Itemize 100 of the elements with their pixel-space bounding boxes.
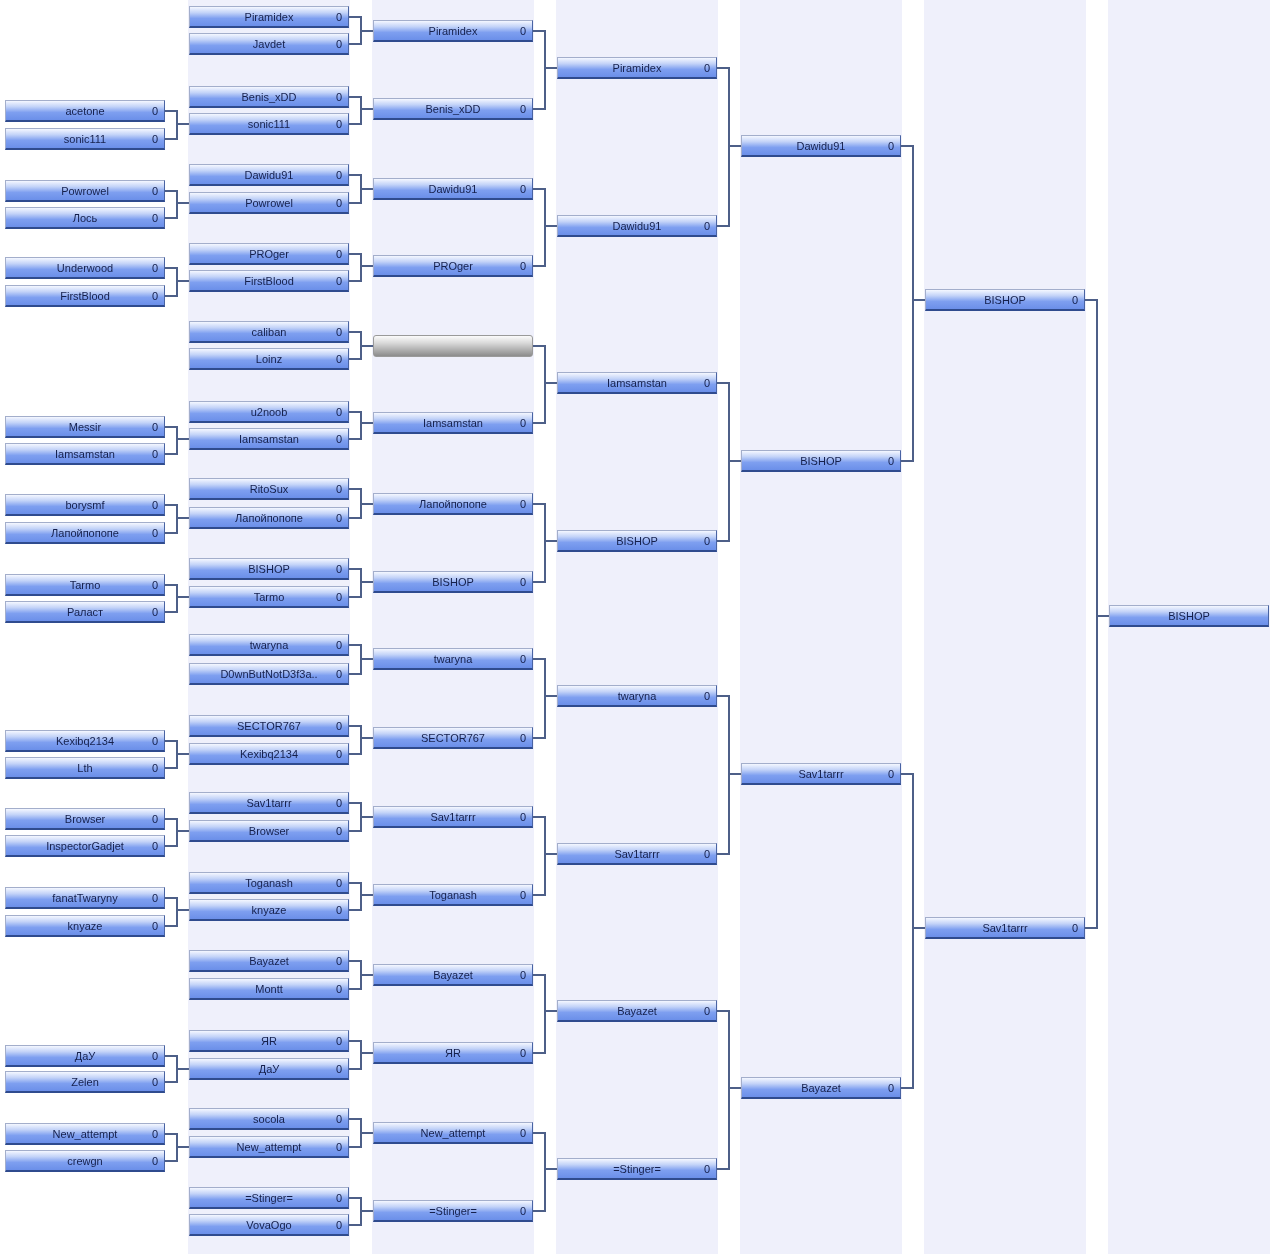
player-slot bbox=[189, 820, 349, 842]
score: 0 bbox=[703, 1162, 710, 1176]
score: 0 bbox=[335, 667, 342, 681]
score: 0 bbox=[887, 767, 894, 781]
player-name: FirstBlood bbox=[243, 273, 295, 288]
player-slot bbox=[189, 1030, 349, 1052]
player-slot bbox=[741, 450, 901, 472]
player-name: Dawidu91 bbox=[611, 218, 663, 233]
player-name: Iamsamstan bbox=[54, 446, 116, 461]
player-name: Tarmo bbox=[68, 577, 102, 592]
score: 0 bbox=[335, 638, 342, 652]
player-name: D0wnButNotD3f3a.. bbox=[219, 666, 319, 681]
score: 0 bbox=[151, 498, 158, 512]
player-slot bbox=[557, 215, 717, 237]
player-slot bbox=[741, 1077, 901, 1099]
player-name: twaryna bbox=[248, 637, 290, 652]
score: 0 bbox=[335, 719, 342, 733]
score: 0 bbox=[335, 1140, 342, 1154]
score: 0 bbox=[335, 876, 342, 890]
player-slot bbox=[5, 257, 165, 279]
player-slot bbox=[5, 285, 165, 307]
score: 0 bbox=[519, 810, 526, 824]
score: 0 bbox=[151, 1154, 158, 1168]
score: 0 bbox=[519, 1126, 526, 1140]
score: 0 bbox=[151, 891, 158, 905]
score: 0 bbox=[519, 652, 526, 666]
player-name: Sav1tarrr bbox=[981, 920, 1029, 935]
player-name: VovaOgo bbox=[245, 1217, 293, 1232]
score: 0 bbox=[151, 261, 158, 275]
player-name: Bayazet bbox=[800, 1080, 842, 1095]
score: 0 bbox=[519, 259, 526, 273]
player-slot bbox=[189, 192, 349, 214]
score: 0 bbox=[887, 454, 894, 468]
player-slot bbox=[189, 1108, 349, 1130]
score: 0 bbox=[151, 578, 158, 592]
player-slot bbox=[373, 412, 533, 434]
player-name: Лапойпопопе bbox=[418, 496, 488, 511]
player-slot bbox=[189, 634, 349, 656]
player-name: Лапойпопопе bbox=[234, 510, 304, 525]
score: 0 bbox=[519, 968, 526, 982]
player-slot bbox=[5, 100, 165, 122]
score: 0 bbox=[519, 182, 526, 196]
player-name: =Stinger= bbox=[612, 1161, 662, 1176]
player-name: ДаУ bbox=[73, 1048, 97, 1063]
player-slot bbox=[189, 507, 349, 529]
player-name: Tarmo bbox=[252, 589, 286, 604]
player-name: acetone bbox=[64, 103, 106, 118]
score: 0 bbox=[151, 839, 158, 853]
player-name: sonic111 bbox=[246, 116, 292, 131]
player-name: Lth bbox=[76, 760, 94, 775]
player-slot bbox=[1109, 605, 1269, 627]
score: 0 bbox=[335, 747, 342, 761]
score: 0 bbox=[335, 37, 342, 51]
player-slot bbox=[373, 727, 533, 749]
player-name: Powrowel bbox=[244, 195, 294, 210]
player-name: BISHOP bbox=[1167, 608, 1211, 623]
score: 0 bbox=[335, 511, 342, 525]
player-slot bbox=[5, 915, 165, 937]
player-slot bbox=[741, 763, 901, 785]
score: 0 bbox=[519, 888, 526, 902]
player-name: ДаУ bbox=[257, 1061, 281, 1076]
player-slot bbox=[5, 1071, 165, 1093]
player-name: SECTOR767 bbox=[420, 730, 486, 745]
player-name: Iamsamstan bbox=[606, 375, 668, 390]
player-slot bbox=[189, 1214, 349, 1236]
player-slot bbox=[189, 978, 349, 1000]
player-slot bbox=[189, 243, 349, 265]
score: 0 bbox=[519, 1046, 526, 1060]
player-name: Benis_xDD bbox=[424, 101, 482, 116]
player-slot bbox=[189, 164, 349, 186]
score: 0 bbox=[151, 289, 158, 303]
score: 0 bbox=[335, 1062, 342, 1076]
player-name: u2noob bbox=[249, 404, 289, 419]
score: 0 bbox=[151, 1127, 158, 1141]
score: 0 bbox=[335, 1218, 342, 1232]
player-slot bbox=[189, 1136, 349, 1158]
player-slot bbox=[373, 806, 533, 828]
score: 0 bbox=[335, 196, 342, 210]
player-name: Bayazet bbox=[432, 967, 474, 982]
score: 0 bbox=[703, 61, 710, 75]
player-name: PROger bbox=[248, 246, 290, 261]
player-slot bbox=[189, 1058, 349, 1080]
player-name: Toganash bbox=[244, 875, 294, 890]
score: 0 bbox=[519, 1204, 526, 1218]
player-name: InspectorGadjet bbox=[45, 838, 125, 853]
score: 0 bbox=[519, 497, 526, 511]
player-slot bbox=[557, 843, 717, 865]
score: 0 bbox=[703, 376, 710, 390]
player-slot bbox=[557, 1158, 717, 1180]
score: 0 bbox=[335, 903, 342, 917]
player-name: twaryna bbox=[616, 688, 658, 703]
player-slot bbox=[189, 899, 349, 921]
score: 0 bbox=[151, 447, 158, 461]
player-slot bbox=[189, 792, 349, 814]
player-name: Kexibq2134 bbox=[238, 746, 300, 761]
score: 0 bbox=[335, 796, 342, 810]
player-name: Dawidu91 bbox=[795, 138, 847, 153]
player-slot bbox=[5, 1150, 165, 1172]
score: 0 bbox=[151, 605, 158, 619]
player-name: BISHOP bbox=[983, 292, 1027, 307]
